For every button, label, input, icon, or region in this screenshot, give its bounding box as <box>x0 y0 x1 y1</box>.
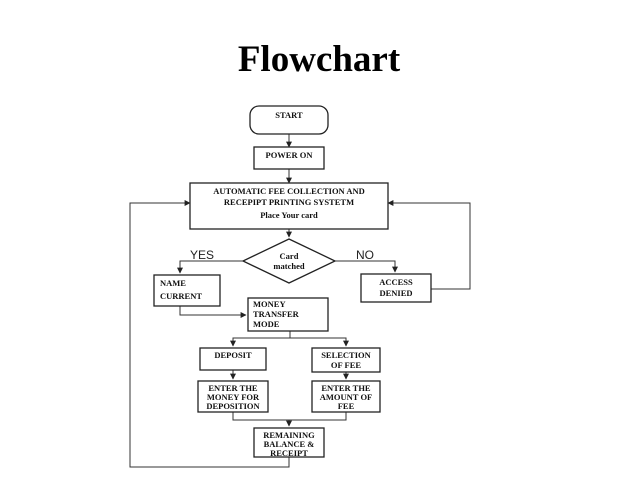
svg-text:DENIED: DENIED <box>379 288 412 298</box>
power-on-node: POWER ON <box>253 146 325 170</box>
svg-text:ENTER THE: ENTER THE <box>321 383 371 393</box>
svg-text:AUTOMATIC FEE COLLECTION AND: AUTOMATIC FEE COLLECTION AND <box>213 186 365 196</box>
svg-text:CURRENT: CURRENT <box>160 291 202 301</box>
enter-amount-node: ENTER THE AMOUNT OF FEE <box>311 380 381 413</box>
svg-text:REMAINING: REMAINING <box>263 430 315 440</box>
svg-text:AMOUNT OF: AMOUNT OF <box>320 392 373 402</box>
svg-text:matched: matched <box>273 261 304 271</box>
svg-text:RECEPIPT PRINTING SYSTETM: RECEPIPT PRINTING SYSTETM <box>224 197 354 207</box>
selection-fee-node: SELECTION OF FEE <box>311 347 381 373</box>
svg-text:OF FEE: OF FEE <box>331 360 361 370</box>
svg-text:BALANCE &: BALANCE & <box>264 439 315 449</box>
name-current-node: NAME CURRENT <box>153 274 221 307</box>
svg-text:MONEY: MONEY <box>253 299 286 309</box>
svg-text:POWER ON: POWER ON <box>266 150 314 160</box>
svg-text:DEPOSIT: DEPOSIT <box>214 350 252 360</box>
money-transfer-node: MONEY TRANSFER MODE <box>247 297 329 332</box>
svg-text:RECEIPT: RECEIPT <box>270 448 308 458</box>
svg-text:ACCESS: ACCESS <box>379 277 413 287</box>
svg-text:Card: Card <box>280 251 299 261</box>
remaining-balance-node: REMAINING BALANCE & RECEIPT <box>253 427 325 458</box>
svg-text:NAME: NAME <box>160 278 186 288</box>
deposit-node: DEPOSIT <box>199 347 267 371</box>
svg-text:Place Your card: Place Your card <box>260 210 318 220</box>
start-node: START <box>249 105 329 135</box>
connectors <box>129 134 471 468</box>
yes-label: YES <box>190 248 214 262</box>
access-denied-node: ACCESS DENIED <box>360 273 432 303</box>
no-label: NO <box>356 248 374 262</box>
svg-text:MONEY FOR: MONEY FOR <box>207 392 260 402</box>
svg-text:MODE: MODE <box>253 319 280 329</box>
svg-text:START: START <box>275 110 303 120</box>
svg-text:TRANSFER: TRANSFER <box>253 309 300 319</box>
svg-text:SELECTION: SELECTION <box>321 350 371 360</box>
svg-text:ENTER THE: ENTER THE <box>208 383 258 393</box>
svg-text:FEE: FEE <box>338 401 355 411</box>
enter-money-node: ENTER THE MONEY FOR DEPOSITION <box>197 380 269 413</box>
card-matched-decision: Card matched <box>241 238 337 284</box>
slide-title: Flowchart <box>237 39 401 80</box>
svg-text:DEPOSITION: DEPOSITION <box>206 401 260 411</box>
system-node: AUTOMATIC FEE COLLECTION AND RECEPIPT PR… <box>189 182 389 230</box>
